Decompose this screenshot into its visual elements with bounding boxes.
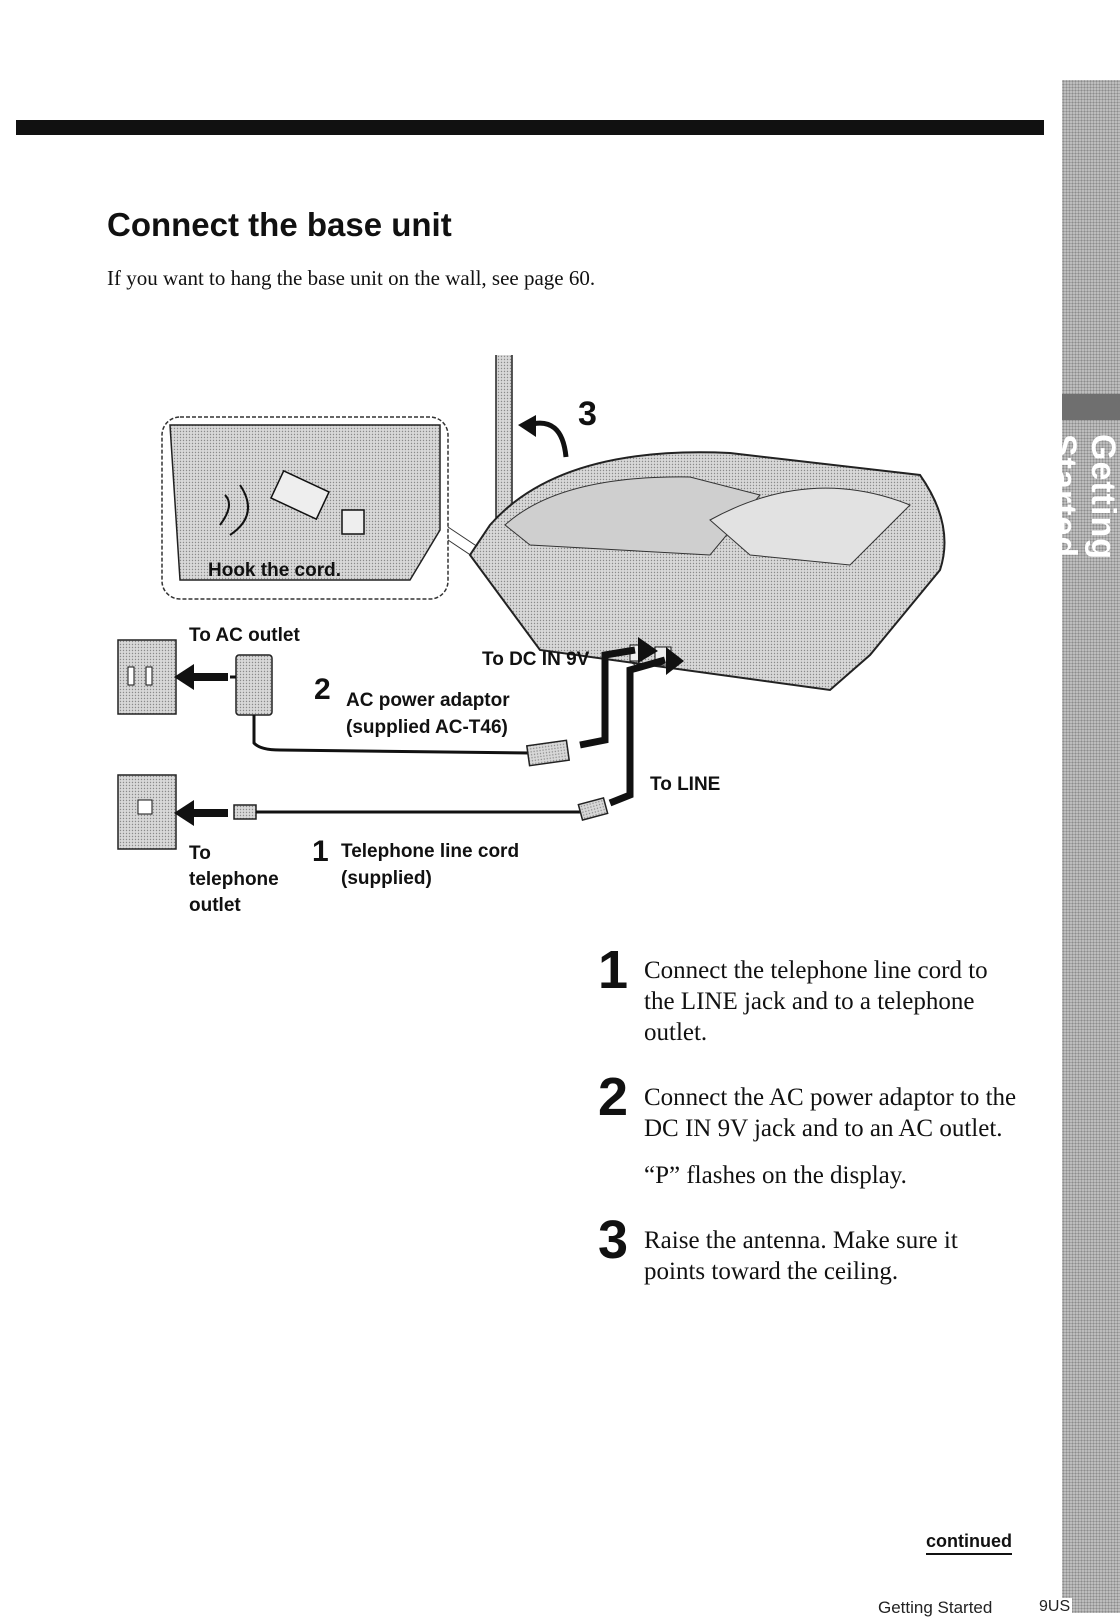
dc-in-label: To DC IN 9V — [482, 649, 590, 670]
step-3: 3 Raise the antenna. Make sure it points… — [598, 1213, 1018, 1287]
antenna-step-number: 3 — [578, 395, 597, 433]
intro-text: If you want to hang the base unit on the… — [107, 266, 596, 290]
adaptor-label-2: (supplied AC-T46) — [346, 717, 508, 738]
step-note: “P” flashes on the display. — [644, 1162, 907, 1189]
section-title: Connect the base unit — [107, 206, 452, 243]
step-number: 1 — [598, 940, 629, 1000]
base-unit — [468, 451, 946, 692]
tel-outlet-label-2: telephone — [189, 869, 279, 890]
step-number: 2 — [598, 1067, 629, 1127]
line-label: To LINE — [650, 774, 720, 795]
step-text: Raise the antenna. Make sure it points t… — [644, 1227, 958, 1285]
tel-outlet-label-3: outlet — [189, 895, 241, 916]
step-1: 1 Connect the telephone line cord to the… — [598, 943, 1018, 1048]
side-tab-label: Getting Started — [1045, 434, 1120, 560]
page-number: 9US — [1037, 1598, 1073, 1616]
side-tab — [1062, 80, 1120, 1613]
top-rule — [16, 120, 1044, 135]
footer-section-name: Getting Started — [878, 1598, 993, 1617]
adaptor-label-1: AC power adaptor — [346, 690, 510, 711]
cord-label-2: (supplied) — [341, 868, 432, 889]
ac-outlet-label: To AC outlet — [189, 625, 300, 646]
tel-outlet-label-1: To — [189, 843, 211, 864]
cord-label-1: Telephone line cord — [341, 841, 519, 862]
step-2: 2 Connect the AC power adaptor to the DC… — [598, 1070, 1018, 1191]
antenna — [495, 355, 513, 532]
hook-cord-label: Hook the cord. — [208, 560, 341, 581]
steps-list: 1 Connect the telephone line cord to the… — [598, 943, 1018, 1321]
adaptor-step-number: 2 — [314, 673, 331, 706]
telephone-outlet — [117, 774, 177, 850]
continued-label: continued — [926, 1531, 1012, 1555]
step-number: 3 — [598, 1210, 629, 1270]
step-text: Connect the telephone line cord to the L… — [644, 957, 988, 1046]
connection-diagram: Hook the cord. 3 To AC outlet 2 AC power… — [117, 355, 946, 916]
side-tab-marker — [1062, 394, 1120, 420]
cord-step-number: 1 — [312, 835, 329, 868]
ac-adaptor — [230, 654, 273, 716]
step-text: Connect the AC power adaptor to the DC I… — [644, 1084, 1017, 1142]
inset-detail: Hook the cord. — [161, 416, 449, 600]
ac-outlet — [117, 639, 177, 715]
